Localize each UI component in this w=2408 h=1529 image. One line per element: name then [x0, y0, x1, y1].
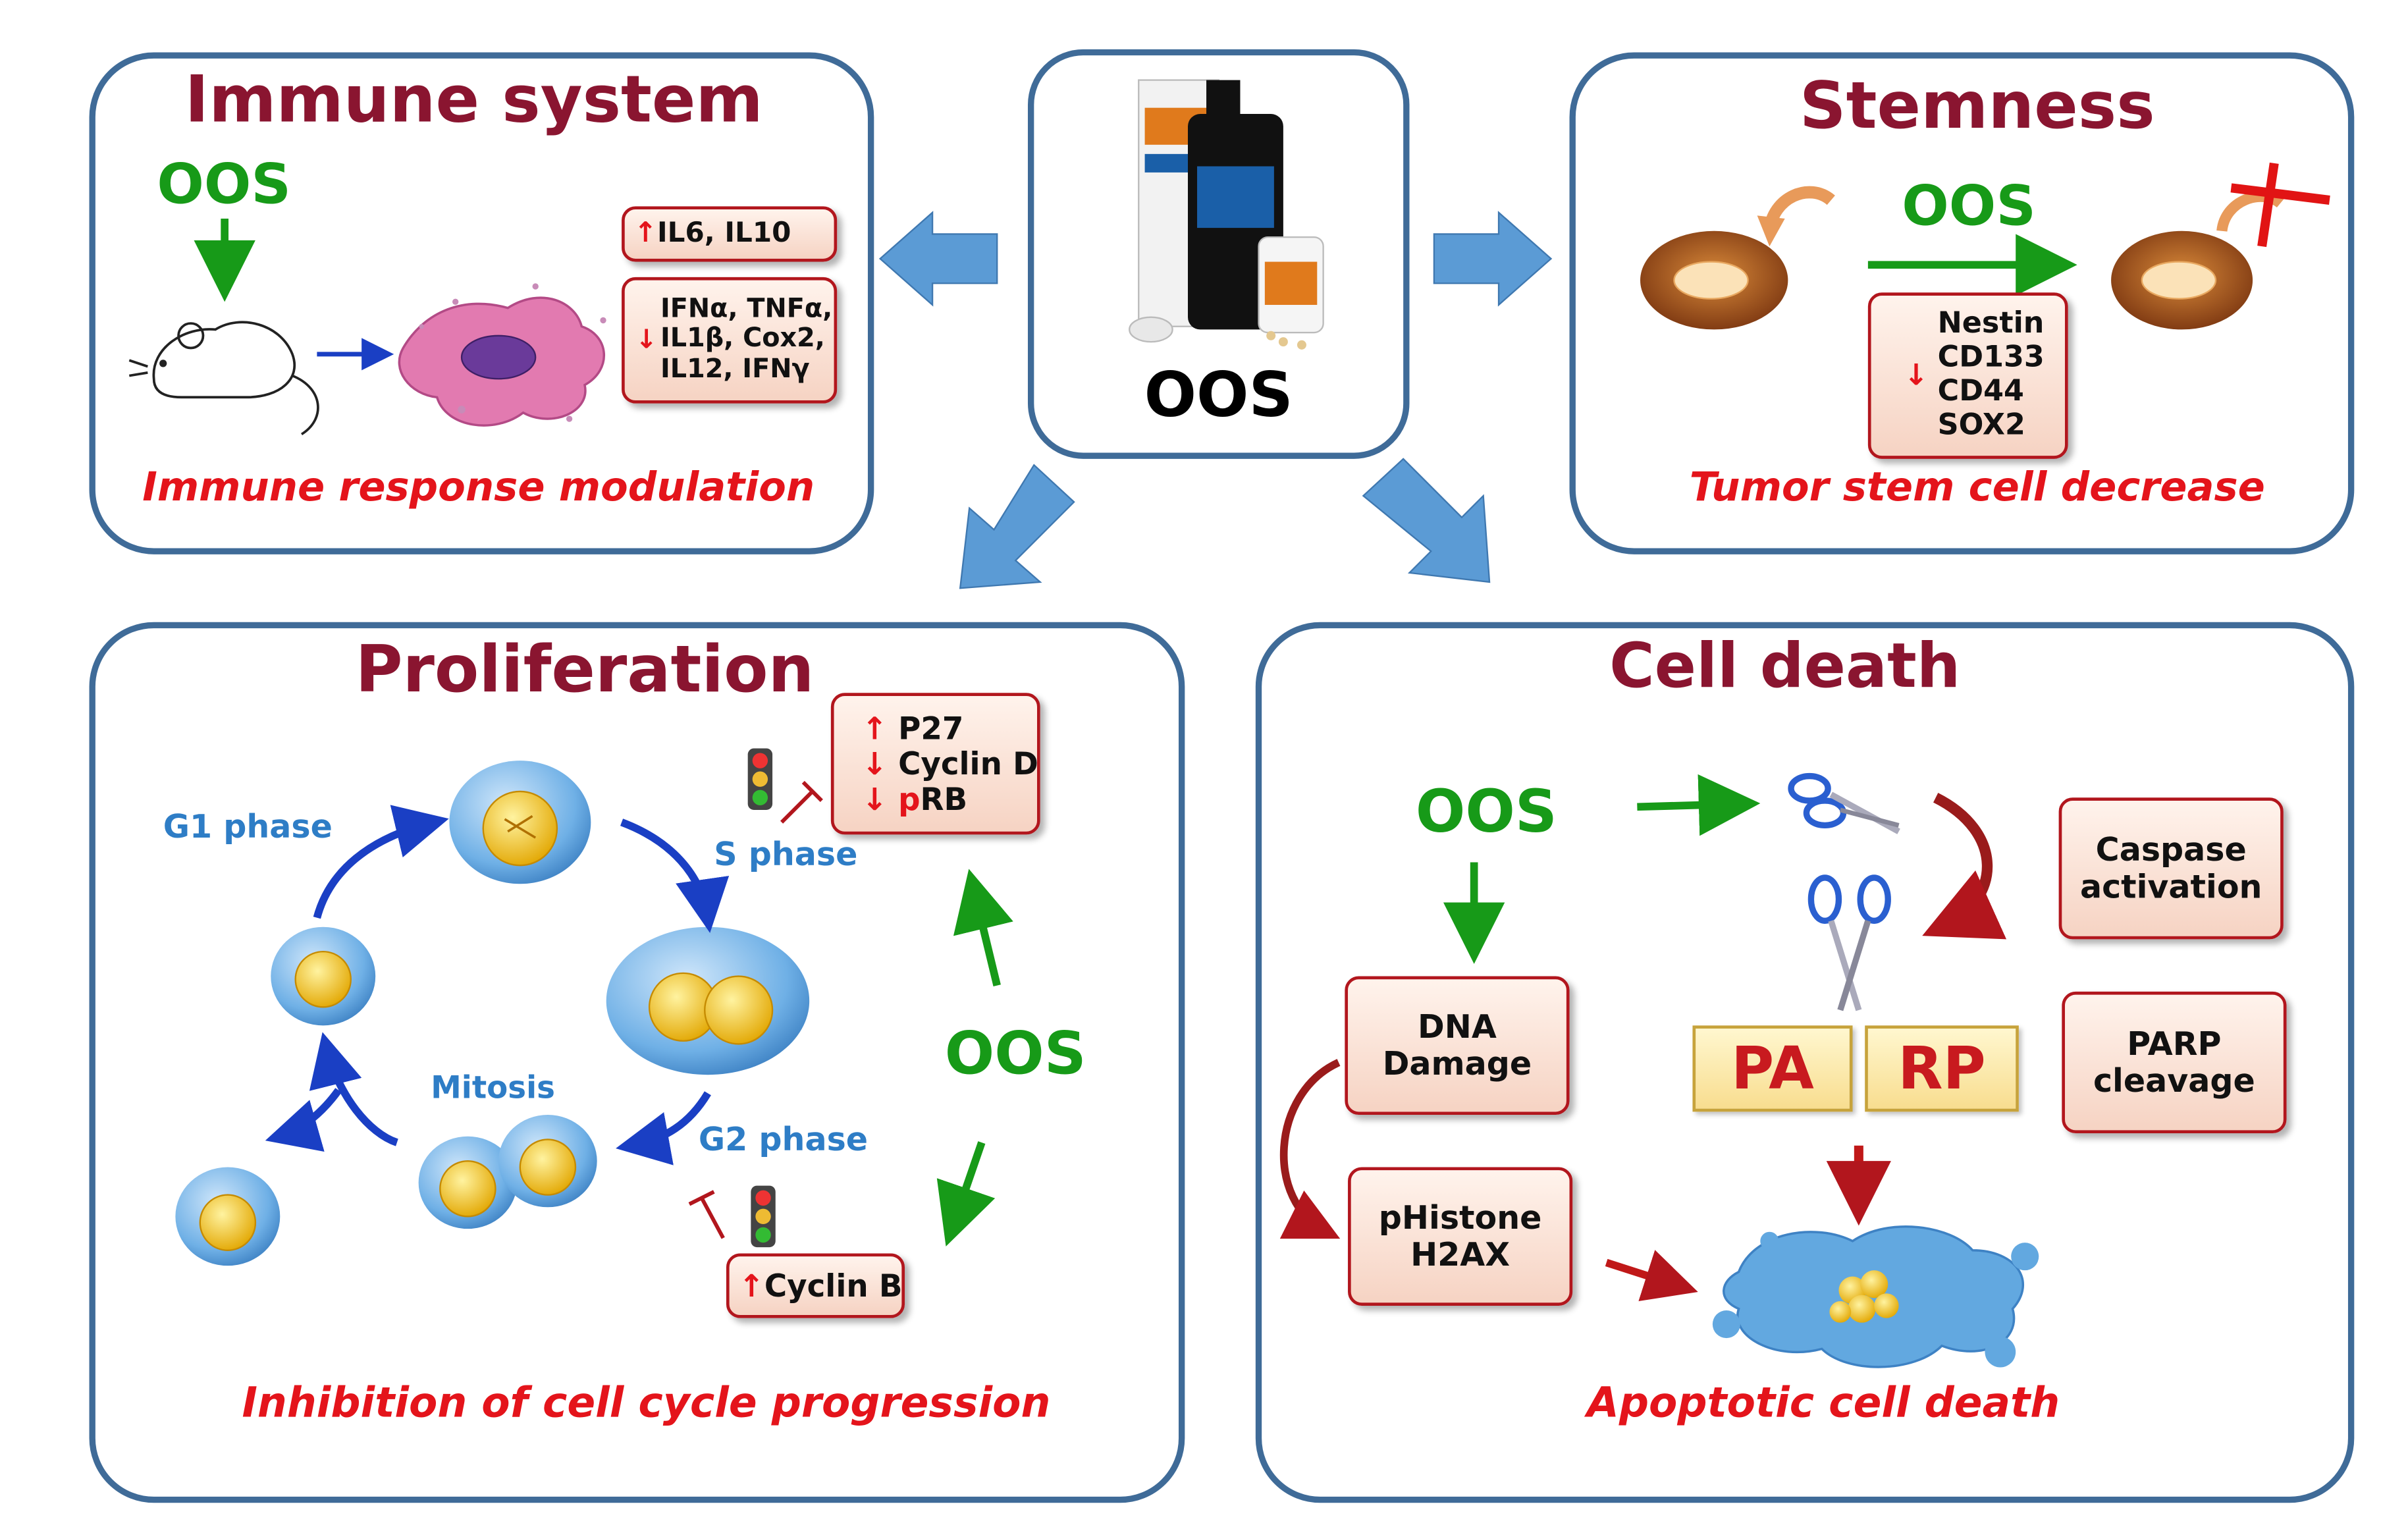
up-arrow-icon: ↑: [738, 1266, 764, 1304]
mouse-icon: [128, 321, 319, 436]
cell-icon: [449, 761, 591, 884]
proliferation-title: Proliferation: [355, 631, 815, 707]
immune-caption: Immune response modulation: [142, 465, 815, 512]
arrow-to-immune: [878, 211, 998, 307]
cell-icon: [606, 926, 810, 1075]
caspase-activation-box: Caspase activation: [2058, 797, 2284, 940]
immune-down-line-1: IFNα, TNFα,: [660, 293, 833, 325]
g2-phase-label: G2 phase: [698, 1121, 869, 1158]
immune-downregulated-box: ↓ IFNα, TNFα, IL1β, Cox2, IL12, IFNγ: [622, 277, 838, 404]
traffic-light-icon: [751, 1185, 776, 1248]
immune-system-title: Immune system: [184, 61, 763, 138]
marker-sox2: SOX2: [1937, 408, 2025, 442]
cell-death-caption: Apoptotic cell death: [1587, 1380, 2060, 1428]
mitosis-label: Mitosis: [431, 1068, 555, 1106]
parp-cleavage-box: PARP cleavage: [2062, 991, 2287, 1134]
arrow-to-cell-death: [1362, 458, 1491, 583]
center-oos-label: OOS: [1144, 360, 1293, 431]
center-panel: [1027, 49, 1410, 459]
macrophage-icon: [398, 283, 606, 427]
proliferation-bottom-box: ↑Cyclin B: [726, 1253, 905, 1318]
cell-death-title: Cell death: [1609, 631, 1961, 703]
up-arrow-icon: ↑: [633, 216, 658, 250]
parp-cleavage-line-2: cleavage: [2093, 1062, 2255, 1100]
caspase-line-1: Caspase: [2095, 831, 2247, 869]
phistone-line-1: pHistone: [1378, 1199, 1542, 1237]
g1-phase-label: G1 phase: [163, 808, 333, 845]
marker-cd44: CD44: [1937, 374, 2024, 408]
phistone-line-2: H2AX: [1410, 1236, 1511, 1274]
caspase-line-2: activation: [2079, 868, 2262, 905]
immune-up-markers: IL6, IL10: [657, 216, 791, 250]
immune-upregulated-box: ↑IL6, IL10: [622, 206, 838, 262]
up-arrow-icon: ↑: [861, 709, 888, 746]
phistone-box: pHistone H2AX: [1348, 1167, 1573, 1306]
s-phase-label: S phase: [714, 836, 858, 873]
proliferation-top-box: ↑ P27 ↓ Cyclin D ↓ pRB: [830, 693, 1040, 835]
cell-death-oos-label: OOS: [1415, 777, 1557, 845]
dna-damage-box: DNA Damage: [1345, 976, 1570, 1115]
down-arrow-icon: ↓: [1904, 358, 1929, 393]
stemness-caption: Tumor stem cell decrease: [1689, 465, 2265, 512]
marker-cyclin-b: Cyclin B: [764, 1266, 903, 1304]
down-arrow-icon: ↓: [861, 780, 888, 817]
marker-cyclin-d: Cyclin D: [898, 744, 1038, 782]
marker-nestin: Nestin: [1937, 307, 2045, 341]
parp-cleavage-line-1: PARP: [2127, 1025, 2222, 1063]
traffic-light-icon: [747, 748, 773, 810]
marker-cd133: CD133: [1937, 340, 2045, 375]
marker-prb: RB: [920, 780, 968, 817]
cell-icon: [271, 926, 376, 1026]
cell-icon: [175, 1167, 281, 1266]
stem-cell-before-icon: [1640, 186, 1835, 330]
arrow-to-stemness: [1433, 211, 1553, 307]
immune-oos-label: OOS: [157, 153, 291, 217]
immune-down-line-3: IL12, IFNγ: [660, 354, 810, 385]
parp-left-block: PA: [1692, 1025, 1853, 1112]
apoptotic-cell-icon: [1712, 1225, 2039, 1368]
down-arrow-icon: ↓: [635, 325, 658, 356]
dna-damage-line-1: DNA: [1418, 1008, 1497, 1046]
arrow-to-proliferation: [959, 464, 1075, 589]
stemness-oos-label: OOS: [1902, 175, 2036, 239]
stemness-title: Stemness: [1799, 67, 2155, 144]
marker-p27: P27: [898, 709, 964, 746]
marker-prb-prefix: p: [898, 780, 921, 817]
proliferation-oos-label: OOS: [944, 1019, 1086, 1087]
parp-right-block: RP: [1865, 1025, 2019, 1112]
immune-down-line-2: IL1β, Cox2,: [660, 323, 825, 355]
dna-damage-line-2: Damage: [1382, 1045, 1532, 1083]
scissors-icon: [1807, 874, 1891, 1011]
stemness-markers-box: ↓ Nestin CD133 CD44 SOX2: [1867, 292, 2068, 459]
down-arrow-icon: ↓: [861, 744, 888, 782]
cell-icon: [418, 1115, 597, 1229]
proliferation-caption: Inhibition of cell cycle progression: [242, 1380, 1051, 1428]
stem-cell-after-icon: [2111, 162, 2330, 330]
scissors-icon: [1788, 772, 1900, 834]
